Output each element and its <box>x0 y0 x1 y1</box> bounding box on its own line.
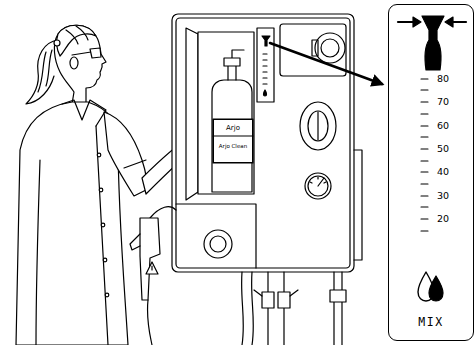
in-arrow-left <box>398 21 414 23</box>
scale-number: 50 <box>437 142 467 156</box>
bottle <box>212 80 252 192</box>
in-arrow-right <box>452 21 466 23</box>
sleeve-hem <box>124 160 146 168</box>
hose <box>242 272 254 345</box>
pressure-gauge-face <box>308 176 328 196</box>
glasses-arm <box>72 52 91 55</box>
scale-number: 60 <box>437 119 467 133</box>
scale-ticks <box>421 79 428 231</box>
in-arrow-right-head <box>445 17 453 27</box>
bottle-label: ArjoArjo Clean <box>213 119 253 163</box>
mini-drop <box>264 90 267 96</box>
collar <box>62 100 106 126</box>
cabinet-inner <box>176 18 350 268</box>
top-knob-cap <box>321 39 339 57</box>
ponytail <box>26 40 58 104</box>
mode-dial-handle <box>317 112 318 140</box>
mix-label: MIX <box>389 314 473 330</box>
bottle-valve <box>224 50 244 80</box>
mini-ticks <box>263 54 267 84</box>
upper-arm <box>104 112 147 196</box>
head <box>54 25 106 104</box>
open-door <box>186 28 198 200</box>
mode-dial-inner <box>308 111 328 141</box>
hair-strands <box>38 50 52 92</box>
drop-filled <box>429 276 443 301</box>
pressure-gauge <box>305 173 331 199</box>
glasses-lens <box>90 48 101 58</box>
scale-number: 70 <box>437 95 467 109</box>
hose-coupling <box>330 290 346 302</box>
mix-scale-panel: 80 70 60 50 40 30 20MIX <box>388 4 474 341</box>
label-divider <box>213 135 253 136</box>
zoom-arrow <box>270 43 382 84</box>
mini-funnel <box>262 36 270 46</box>
valve <box>278 292 290 308</box>
ear <box>70 57 78 69</box>
valve-handles <box>254 290 298 296</box>
brand-name: Arjo <box>214 122 252 135</box>
lower-knob-cap <box>210 236 226 252</box>
gauge-needle <box>318 178 324 186</box>
top-knob-body <box>312 40 318 56</box>
lower-knob <box>204 230 232 258</box>
mode-dial <box>300 102 336 150</box>
hair-tie <box>54 40 60 46</box>
top-knob <box>315 33 345 63</box>
label-plate <box>213 119 253 163</box>
level-funnel <box>422 16 444 70</box>
scale-number: 30 <box>437 189 467 203</box>
scale-number: 80 <box>437 72 467 86</box>
side-seam <box>36 160 40 345</box>
gun-trigger <box>130 234 140 250</box>
wall-bracket <box>354 150 362 260</box>
cabinet <box>172 14 354 272</box>
lower-panel <box>176 204 256 268</box>
scale-number: 40 <box>437 165 467 179</box>
placket <box>96 126 108 345</box>
right-hose <box>334 272 342 345</box>
product-name: Arjo Clean <box>214 140 252 152</box>
warning-mark <box>151 266 152 270</box>
warning-sign <box>146 262 158 274</box>
in-arrow-left-head <box>413 17 421 27</box>
spray-gun <box>140 218 160 300</box>
scale-number: 20 <box>437 212 467 226</box>
gauge-ticks <box>310 177 326 183</box>
level-window <box>257 28 274 102</box>
compartment <box>198 32 254 194</box>
hair-lines <box>66 26 88 44</box>
valve <box>262 292 274 308</box>
buttons <box>97 153 109 297</box>
